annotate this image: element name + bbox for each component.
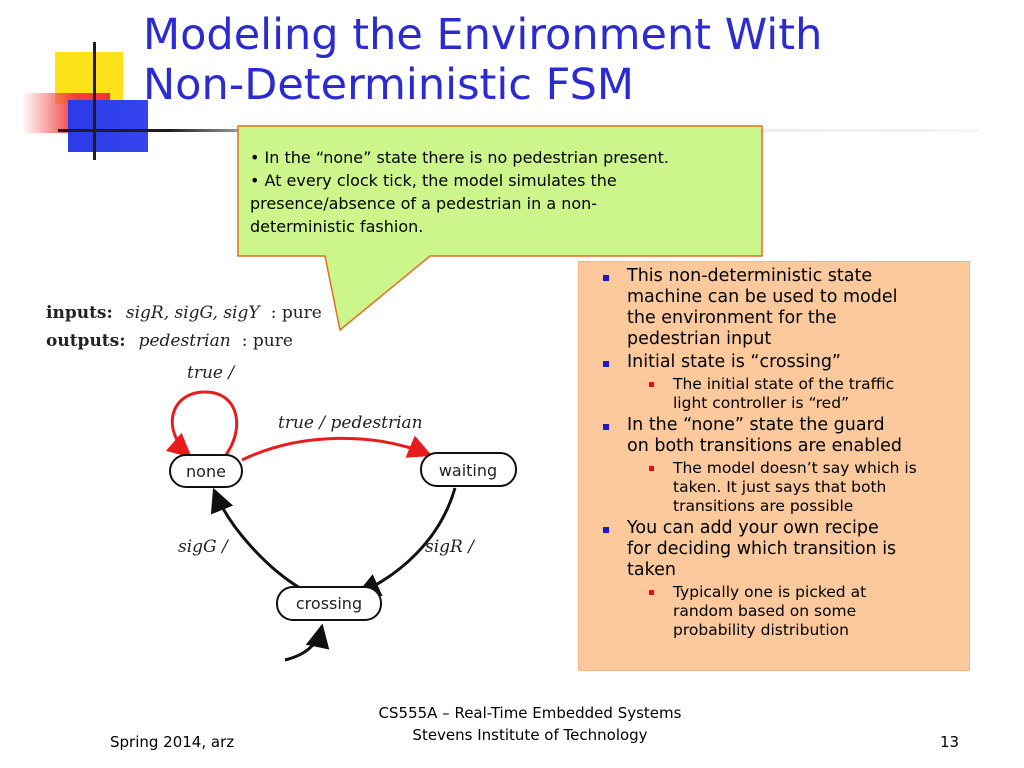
bullet-line: You can add your own recipe xyxy=(627,518,879,538)
bullet-line: on both transitions are enabled xyxy=(627,436,903,456)
bullet-item: Initial state is “crossing” xyxy=(593,352,961,373)
state-waiting xyxy=(420,452,517,487)
slide-title-line-2: Non-Deterministic FSM xyxy=(143,60,634,110)
bullet-line: machine can be used to model xyxy=(627,287,898,307)
sub-bullet-line: Typically one is picked at xyxy=(673,583,867,601)
state-waiting-label: waiting xyxy=(439,461,497,480)
footer-course: CS555A – Real-Time Embedded Systems Stev… xyxy=(300,702,760,746)
slide-title: Modeling the Environment With Non-Determ… xyxy=(143,10,1003,110)
sub-bullet-line: The model doesn’t say which is xyxy=(673,459,917,477)
label-none-to-waiting: true / pedestrian xyxy=(278,413,423,433)
bullet-line: pedestrian input xyxy=(627,329,772,349)
sub-bullet-line: probability distribution xyxy=(673,621,849,639)
bullet-line: taken xyxy=(627,560,676,580)
callout-line: deterministic fashion. xyxy=(250,217,424,236)
callout-line: presence/absence of a pedestrian in a no… xyxy=(250,194,598,213)
slide-title-line-1: Modeling the Environment With xyxy=(143,10,823,60)
label-self-none: true / xyxy=(187,363,236,383)
footer-institution-line: Stevens Institute of Technology xyxy=(412,726,648,744)
initial-transition-arrow xyxy=(284,623,330,662)
callout-shape xyxy=(237,125,763,332)
bullet-item: This non-deterministic state machine can… xyxy=(593,266,961,350)
state-crossing-label: crossing xyxy=(296,594,362,613)
inputs-type: : pure xyxy=(271,303,322,323)
bullet-line: In the “none” state the guard xyxy=(627,415,885,435)
state-crossing xyxy=(276,586,382,621)
sub-bullet-item: The initial state of the traffic light c… xyxy=(593,375,961,413)
transition-none-to-waiting xyxy=(241,435,433,462)
callout-line: • At every clock tick, the model simulat… xyxy=(250,171,617,190)
bullet-item: In the “none” state the guard on both tr… xyxy=(593,415,961,457)
decor-blue-square xyxy=(68,100,148,152)
footer-course-line: CS555A – Real-Time Embedded Systems xyxy=(378,704,682,722)
bullet-line: Initial state is “crossing” xyxy=(627,352,841,372)
sub-bullet-item: Typically one is picked at random based … xyxy=(593,583,961,640)
transition-crossing-to-none xyxy=(210,487,301,590)
bullet-line: the environment for the xyxy=(627,308,837,328)
bullet-line: This non-deterministic state xyxy=(627,266,873,286)
sub-bullet-line: The initial state of the traffic xyxy=(673,375,895,393)
bullet-panel: This non-deterministic state machine can… xyxy=(578,261,970,671)
state-none-label: none xyxy=(186,462,226,481)
bullet-item: You can add your own recipe for deciding… xyxy=(593,518,961,581)
outputs-declaration: outputs: pedestrian : pure xyxy=(46,331,293,351)
inputs-declaration: inputs: sigR, sigG, sigY : pure xyxy=(46,303,322,323)
footer-date-author: Spring 2014, arz xyxy=(110,733,235,751)
label-waiting-to-crossing: sigR / xyxy=(425,537,476,557)
sub-bullet-line: random based on some xyxy=(673,602,857,620)
outputs-label: outputs: xyxy=(46,331,126,351)
callout-text: • In the “none” state there is no pedest… xyxy=(250,146,750,238)
self-loop-none xyxy=(165,390,239,458)
sub-bullet-item: The model doesn’t say which is taken. It… xyxy=(593,459,961,516)
bullet-line: for deciding which transition is xyxy=(627,539,897,559)
transition-waiting-to-crossing xyxy=(355,487,457,597)
outputs-type: : pure xyxy=(242,331,293,351)
state-none xyxy=(169,454,243,488)
decor-vertical-line xyxy=(93,42,96,160)
outputs-signals: pedestrian xyxy=(139,331,231,351)
sub-bullet-line: transitions are possible xyxy=(673,497,854,515)
sub-bullet-line: light controller is “red” xyxy=(673,394,850,412)
label-crossing-to-none: sigG / xyxy=(178,537,230,557)
inputs-signals: sigR, sigG, sigY xyxy=(126,303,262,323)
inputs-label: inputs: xyxy=(46,303,113,323)
callout-line: • In the “none” state there is no pedest… xyxy=(250,148,669,167)
sub-bullet-line: taken. It just says that both xyxy=(673,478,887,496)
page-number: 13 xyxy=(940,733,960,751)
